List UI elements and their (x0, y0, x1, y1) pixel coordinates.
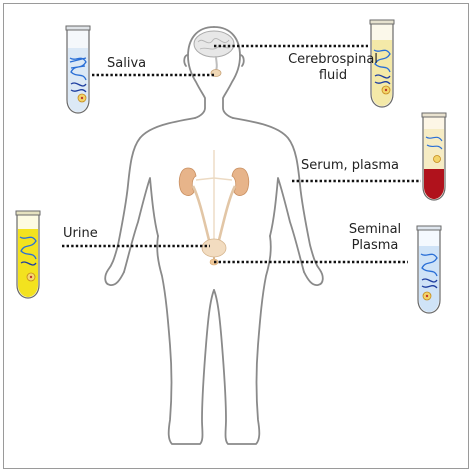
urine-exosome-dot (30, 276, 32, 278)
seminal-tube-rim (417, 226, 441, 230)
seminal-tube (417, 226, 441, 313)
saliva-tube (66, 26, 90, 113)
serum-tube-liquid (424, 169, 444, 199)
right-inner-arm (270, 178, 304, 272)
serum-exosome (434, 156, 441, 163)
serum-tube-rim (422, 113, 446, 117)
seminal-exosome-dot (426, 295, 428, 297)
urine-tube-rim (16, 211, 40, 215)
left-kidney (179, 168, 196, 195)
seminal-label-line2: Plasma (340, 238, 410, 254)
saliva-tube-rim (66, 26, 90, 30)
csf-label-line1: Cerebrospinal (278, 52, 388, 68)
brain-shape (194, 31, 234, 57)
csf-label: Cerebrospinal fluid (278, 52, 388, 84)
urinary-system-illustration (179, 150, 248, 265)
left-arm-outline (105, 118, 195, 285)
brainstem (216, 56, 217, 70)
serum-tube (422, 113, 446, 200)
csf-label-line2: fluid (278, 68, 388, 84)
urine-tube (16, 211, 40, 298)
brain-illustration (194, 31, 234, 70)
left-inner-arm (124, 178, 158, 272)
csf-exosome-dot (385, 89, 387, 91)
torso-right (214, 236, 271, 444)
seminal-label: Seminal Plasma (340, 222, 410, 254)
right-arm-outline (233, 118, 323, 285)
right-kidney (232, 168, 249, 195)
serum-label: Serum, plasma (301, 158, 399, 174)
bladder (202, 239, 226, 257)
csf-tube-rim (370, 20, 394, 24)
saliva-exosome-dot (81, 97, 83, 99)
seminal-label-line1: Seminal (340, 222, 410, 238)
urine-label: Urine (63, 226, 98, 242)
saliva-label: Saliva (107, 56, 146, 72)
torso-left (157, 236, 214, 444)
serum-tube-top-layer (424, 129, 444, 169)
